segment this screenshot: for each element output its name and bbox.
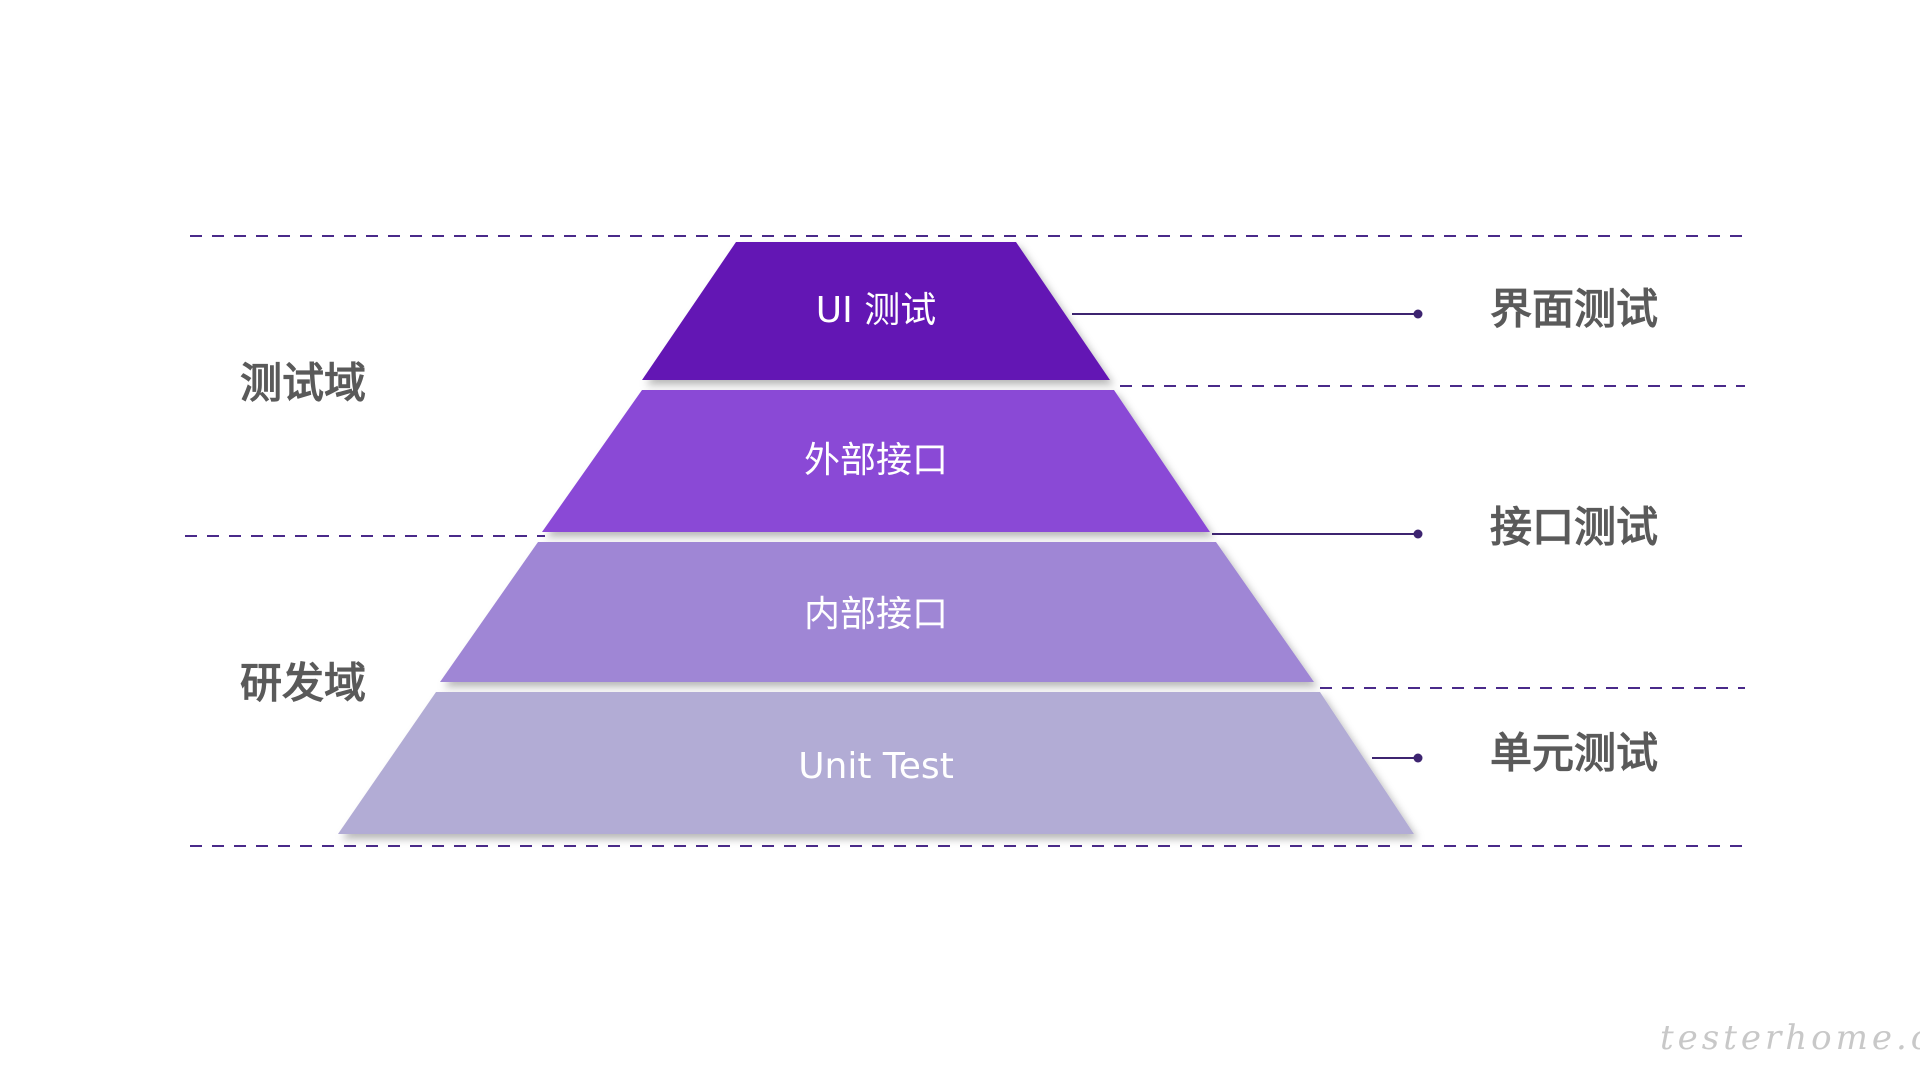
pyramid-layer-external-api (542, 390, 1210, 532)
domain-label-test: 测试域 (240, 359, 366, 408)
test-type-label-api: 接口测试 (1490, 503, 1658, 552)
pyramid-layer-unit (338, 692, 1414, 834)
layer-label-ui: UI 测试 (816, 290, 936, 331)
connector-dot-unit (1413, 753, 1423, 763)
test-type-label-unit: 单元测试 (1490, 729, 1658, 778)
watermark-text: testerhome.com (1660, 1018, 1920, 1058)
domain-label-dev: 研发域 (240, 659, 366, 708)
pyramid: UI 测试 外部接口 内部接口 Unit Test (338, 242, 1414, 834)
connectors (1072, 309, 1423, 763)
connector-dot-ui (1413, 309, 1423, 319)
pyramid-layer-internal-api (440, 542, 1314, 682)
test-type-label-ui: 界面测试 (1490, 285, 1658, 334)
connector-dot-api (1413, 529, 1423, 539)
pyramid-layer-ui (642, 242, 1110, 380)
layer-label-external-api: 外部接口 (804, 440, 948, 481)
layer-label-internal-api: 内部接口 (804, 594, 948, 635)
layer-label-unit: Unit Test (798, 746, 954, 787)
